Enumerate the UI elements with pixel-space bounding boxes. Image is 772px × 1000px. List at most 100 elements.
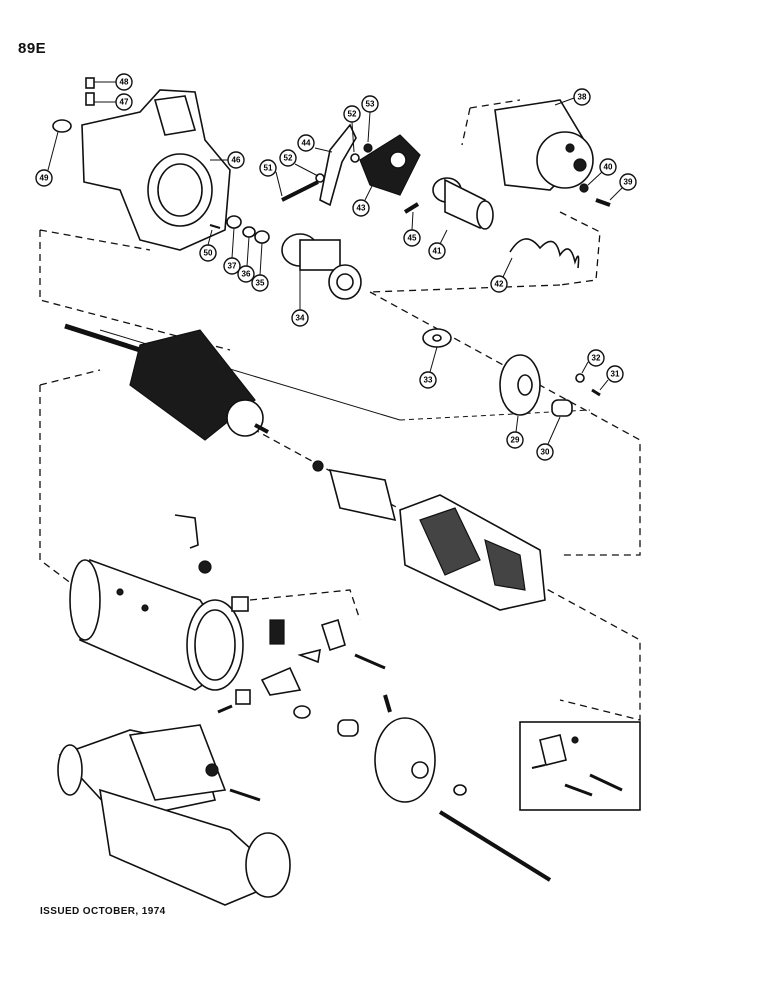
pole-screw: [312, 460, 324, 472]
callout-label: 53: [366, 100, 375, 109]
screw-39: [595, 198, 611, 207]
callout-circle: [297, 134, 315, 152]
pin: [354, 653, 386, 670]
pin-50: [209, 224, 221, 229]
insulator-2: [235, 689, 251, 705]
callout-label: 46: [232, 156, 241, 165]
callout-circle: [428, 242, 446, 260]
callout-label: 44: [302, 139, 311, 148]
through-bolt: [438, 810, 552, 882]
callout-label: 49: [40, 174, 49, 183]
callout-label: 37: [228, 262, 237, 271]
callout-circle: [587, 349, 605, 367]
callout-label: 47: [120, 98, 129, 107]
callout-circle: [227, 151, 245, 169]
callout-circle: [251, 274, 269, 292]
callout-circle: [361, 95, 379, 113]
nut-53: [363, 143, 373, 153]
pin-45: [403, 202, 420, 214]
plunger-41: [432, 177, 494, 230]
callout-circle: [606, 365, 624, 383]
terminal-strap: [174, 514, 199, 549]
pole-shoe: [328, 468, 397, 522]
callout-label: 29: [511, 436, 520, 445]
callout-circle: [35, 169, 53, 187]
callout-circle: [237, 265, 255, 283]
callout-circle: [343, 105, 361, 123]
callout-label: 33: [424, 376, 433, 385]
callout-label: 39: [624, 178, 633, 187]
callout-label: 31: [611, 370, 620, 379]
bushing-end: [453, 784, 467, 796]
callout-label: 45: [408, 234, 417, 243]
washer-36: [242, 226, 256, 238]
callout-circle: [419, 371, 437, 389]
callout-label: 32: [592, 354, 601, 363]
shift-lever-44: [319, 123, 357, 207]
callout-circle: [573, 88, 591, 106]
callout-circle: [199, 244, 217, 262]
field-frame: [69, 558, 244, 691]
callout-label: 38: [578, 93, 587, 102]
insulator: [231, 596, 249, 612]
washer-40: [579, 183, 589, 193]
assembled-starter: [57, 724, 291, 906]
callout-label: 36: [242, 270, 251, 279]
nut-52b: [350, 153, 360, 163]
solenoid-group-outline: [461, 99, 601, 286]
plug-47: [85, 92, 95, 106]
washer-35: [254, 230, 270, 244]
bushing-cap: [337, 719, 359, 737]
callout-circle: [115, 93, 133, 111]
commutator-end-frame: [374, 717, 436, 803]
callout-circle: [115, 73, 133, 91]
ring-37: [226, 215, 242, 229]
callout-circle: [536, 443, 554, 461]
callout-label: 50: [204, 249, 213, 258]
brush-holder: [260, 666, 302, 696]
callout-label: 34: [296, 314, 305, 323]
solenoid-38: [494, 99, 594, 191]
callout-label: 52: [284, 154, 293, 163]
callout-circle: [619, 173, 637, 191]
callout-label: 30: [541, 448, 550, 457]
bushing-49: [52, 119, 72, 133]
plug: [383, 694, 392, 713]
drive-assembly-34: [281, 233, 362, 300]
screw-31: [591, 388, 601, 397]
armature: [64, 323, 269, 441]
issue-date-footer: ISSUED OCTOBER, 1974: [40, 906, 166, 917]
callout-label: 35: [256, 279, 265, 288]
drive-housing-46: [81, 89, 231, 251]
field-frame-group-outline: [39, 291, 641, 591]
armature-axis-ext: [399, 409, 591, 421]
callout-circle: [223, 257, 241, 275]
brush-holder-plate: [320, 618, 346, 652]
callout-circle: [506, 431, 524, 449]
callout-circle: [291, 309, 309, 327]
callout-label: 42: [495, 280, 504, 289]
bolt-51: [281, 180, 319, 202]
plug-48: [85, 77, 95, 89]
armature-group-outline: [39, 229, 561, 351]
callout-label: 52: [348, 110, 357, 119]
plunger-boot-43: [359, 134, 421, 196]
callout-circle: [599, 158, 617, 176]
brush-spring: [297, 648, 321, 664]
field-coils: [399, 494, 546, 611]
callout-label: 48: [120, 78, 129, 87]
callout-circle: [259, 159, 277, 177]
screw: [217, 704, 233, 714]
brush: [269, 619, 285, 645]
callout-circle: [352, 199, 370, 217]
page-code: 89E: [18, 40, 47, 57]
grommet: [198, 560, 212, 574]
washer-ring: [293, 705, 311, 719]
callout-circle: [403, 229, 421, 247]
boot-hole: [389, 151, 407, 169]
bushing-30: [551, 399, 573, 417]
callout-label: 43: [357, 204, 366, 213]
callout-label: 41: [433, 247, 442, 256]
inset-detail: [519, 721, 641, 811]
